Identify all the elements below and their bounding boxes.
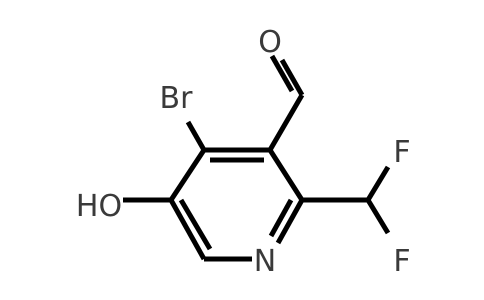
bond-c3-c2: [267, 148, 305, 202]
bond-c6-c5-inner: [178, 198, 213, 251]
bond-cho-o: [279, 58, 305, 97]
aldehyde-oxygen-label: O: [258, 25, 282, 60]
ring-nitrogen-label: N: [254, 244, 276, 279]
bond-chf2-f-bottom: [365, 198, 391, 235]
bond-c3-cho: [267, 93, 305, 152]
bond-c4-br: [185, 120, 207, 152]
fluorine-bottom-label: F: [393, 244, 410, 279]
hydroxyl-label: HO: [76, 189, 122, 224]
bond-c6-c5: [168, 198, 207, 261]
bond-c5-c4: [168, 148, 207, 202]
fluorine-top-label: F: [393, 135, 410, 170]
bond-cho-o-inner: [269, 54, 295, 93]
bond-chf2-f-top: [365, 165, 391, 202]
bromine-label: Br: [160, 81, 194, 116]
bond-c2-n-inner: [268, 198, 294, 238]
bond-c2-n: [275, 198, 305, 245]
